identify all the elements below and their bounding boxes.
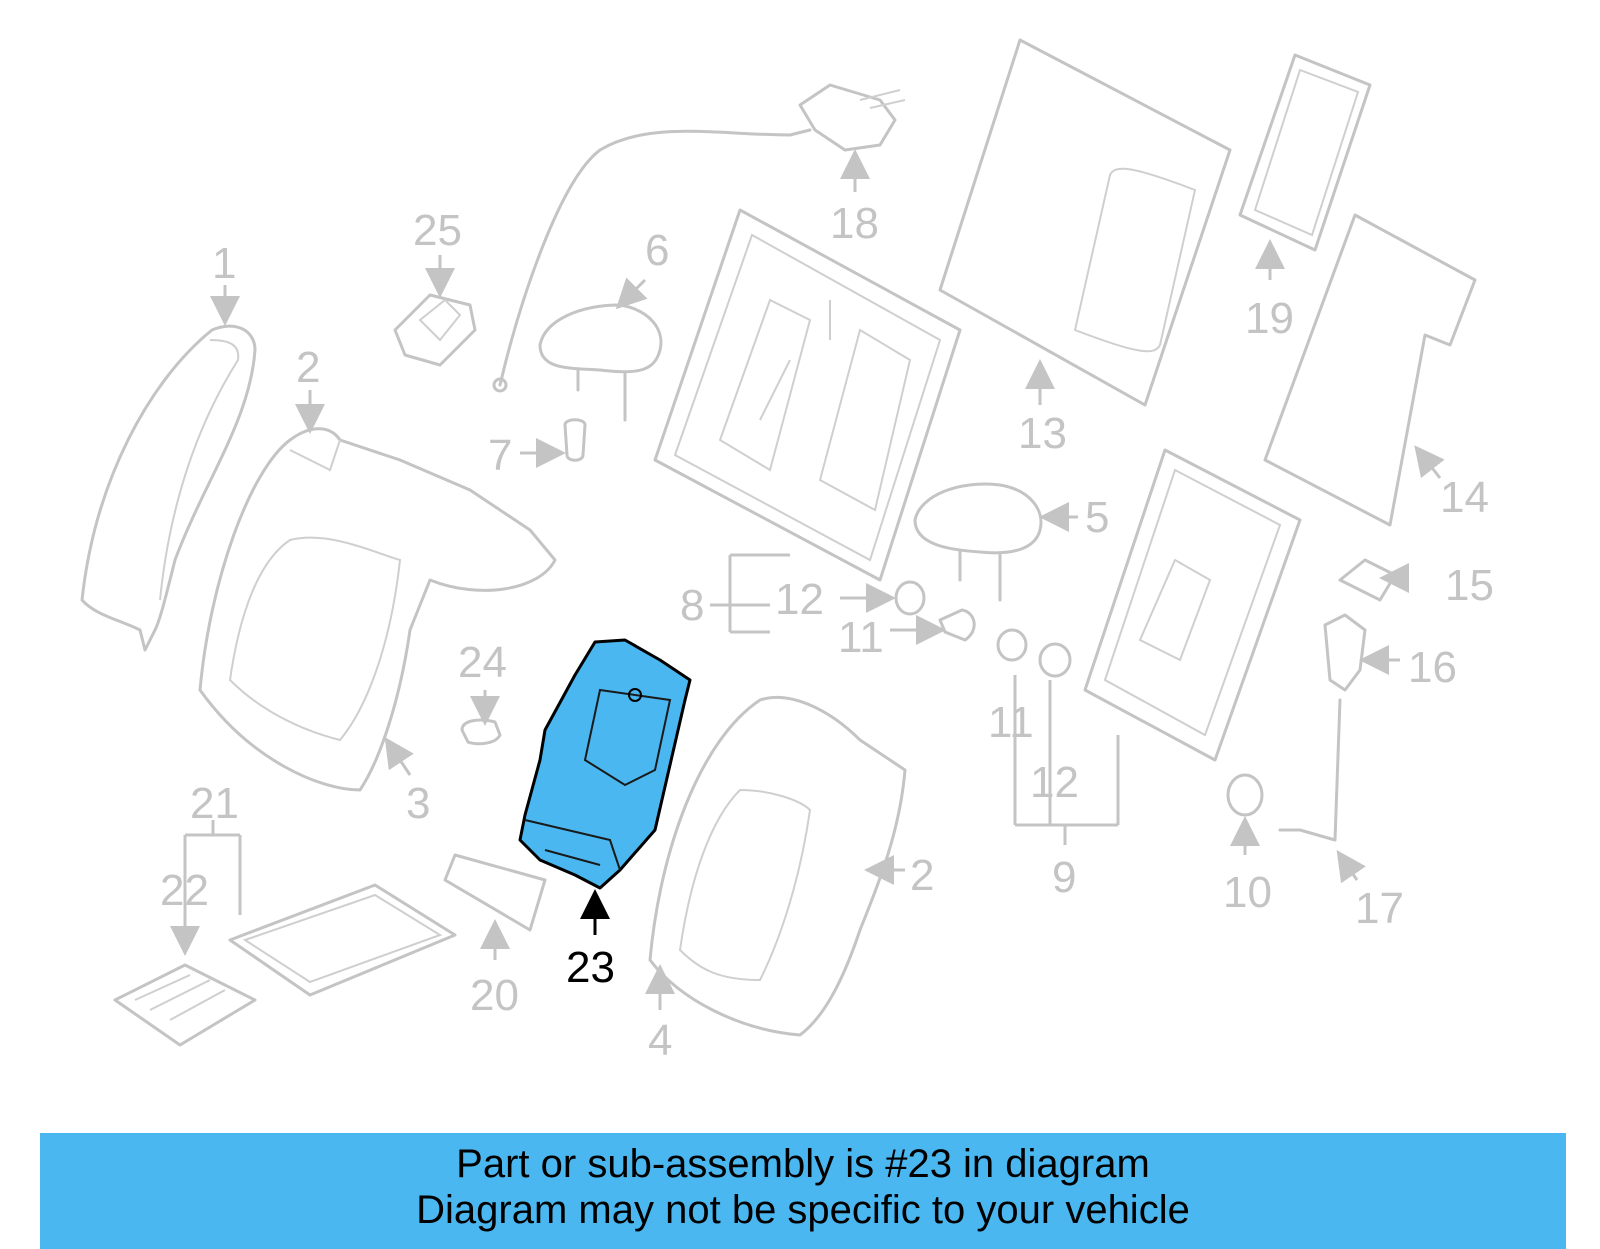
- label-4: 4: [648, 1016, 672, 1065]
- part-8-seatback-frame: [653, 208, 962, 582]
- part-6-headrest-left: [538, 303, 663, 422]
- label-1: 1: [212, 239, 236, 288]
- parts-diagram: 1 2 2 3 4 5 6 7 8 9 10 11 11 12 12 12 13…: [80, 38, 1494, 1065]
- label-11-a: 11: [838, 613, 884, 662]
- part-22-bracket: [113, 963, 257, 1047]
- label-24: 24: [458, 638, 507, 687]
- label-7: 7: [488, 431, 512, 480]
- part-23-armrest-highlighted[interactable]: [518, 638, 692, 890]
- label-18: 18: [830, 199, 879, 248]
- label-10: 10: [1223, 868, 1272, 917]
- callout-leaders: [170, 149, 1445, 1010]
- part-7-guide-bushing: [563, 418, 587, 462]
- part-18-release-cable: [492, 83, 906, 393]
- label-12-a: 12: [775, 575, 824, 624]
- part-1-side-bolster: [80, 324, 257, 652]
- part-13-back-panel: [938, 38, 1232, 407]
- label-19: 19: [1245, 294, 1294, 343]
- part-2-seatback-cover-left: [198, 427, 557, 792]
- fasteners-11-12: [894, 580, 1072, 678]
- label-11-b: 11: [988, 698, 1034, 747]
- label-17: 17: [1355, 884, 1404, 933]
- label-9: 9: [1052, 853, 1076, 902]
- label-13: 13: [1018, 409, 1067, 458]
- label-6: 6: [645, 226, 669, 275]
- part-20-cover: [443, 853, 547, 932]
- banner-line-2: Diagram may not be specific to your vehi…: [416, 1188, 1190, 1232]
- part-10-plug: [1226, 773, 1264, 817]
- label-8: 8: [680, 581, 704, 630]
- label-22: 22: [160, 866, 209, 915]
- part-14-panel-right: [1263, 213, 1477, 527]
- label-2-left: 2: [296, 343, 320, 392]
- label-15: 15: [1445, 561, 1494, 610]
- part-24-clip: [460, 718, 502, 746]
- callout-labels: 1 2 2 3 4 5 6 7 8 9 10 11 11 12 12 12 13…: [160, 199, 1494, 1065]
- label-3: 3: [406, 779, 430, 828]
- label-16: 16: [1408, 643, 1457, 692]
- label-21: 21: [190, 779, 239, 828]
- part-9-seatback-frame-right: [1083, 448, 1302, 762]
- label-23: 23: [566, 943, 615, 992]
- info-banner: Part or sub-assembly is #23 in diagram D…: [40, 1133, 1566, 1249]
- banner-line-1: Part or sub-assembly is #23 in diagram: [456, 1142, 1150, 1186]
- label-20: 20: [470, 971, 519, 1020]
- label-14: 14: [1440, 473, 1489, 522]
- part-19-trim-frame: [1238, 53, 1372, 252]
- label-2-right: 2: [910, 851, 934, 900]
- label-25: 25: [413, 206, 462, 255]
- part-25-latch: [393, 293, 477, 367]
- label-5: 5: [1085, 493, 1109, 542]
- part-5-headrest-right: [913, 482, 1043, 602]
- part-21-module: [228, 883, 457, 997]
- label-12-b: 12: [1030, 758, 1079, 807]
- part-4-seatback-cover-right: [648, 695, 907, 1037]
- part-15-16-17-hardware: [1278, 558, 1397, 842]
